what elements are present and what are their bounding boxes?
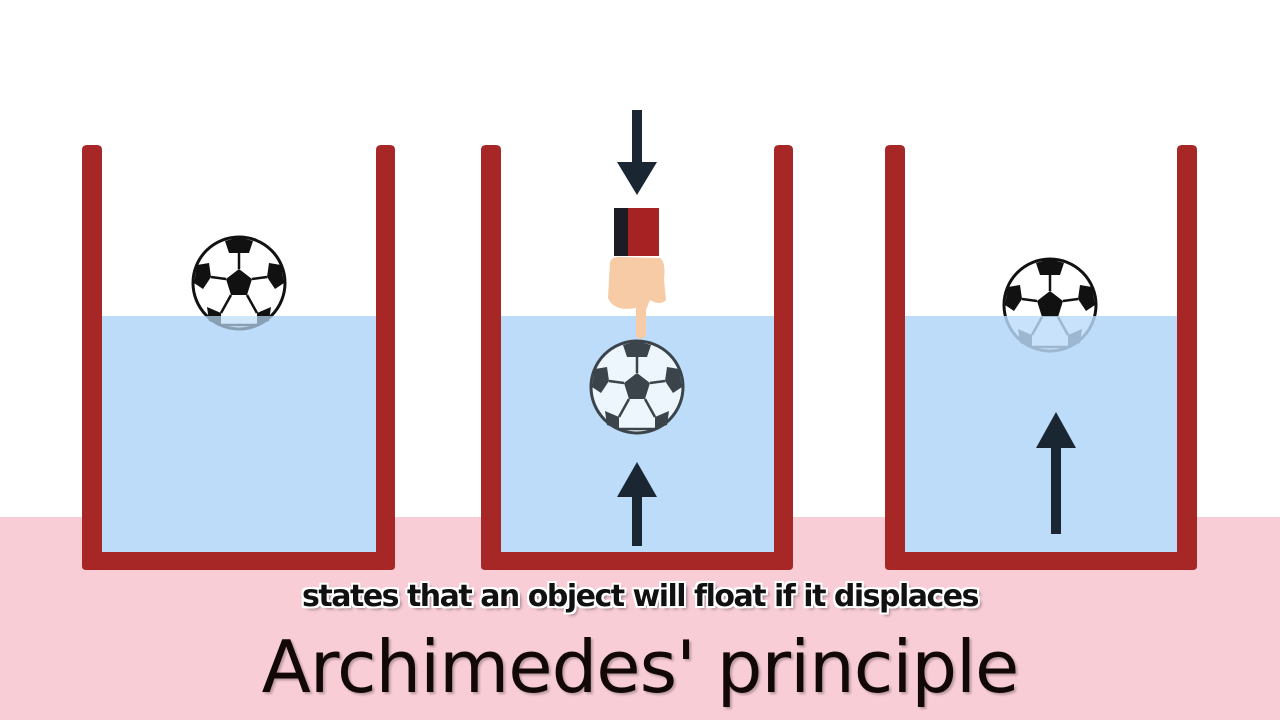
- subtitle-caption: states that an object will float if it d…: [302, 579, 979, 614]
- arrow-down-icon: [617, 110, 657, 195]
- soccer-ball-icon: [589, 339, 685, 435]
- title: Archimedes' principle: [261, 625, 1020, 709]
- arrow-up-icon: [1036, 412, 1076, 534]
- container-pushed: [481, 110, 793, 570]
- container-rising: [885, 145, 1197, 570]
- container-floating: [82, 145, 395, 570]
- arrow-up-icon: [617, 462, 657, 546]
- hand-pointing-icon: [608, 208, 666, 339]
- soccer-ball-icon: [191, 235, 287, 331]
